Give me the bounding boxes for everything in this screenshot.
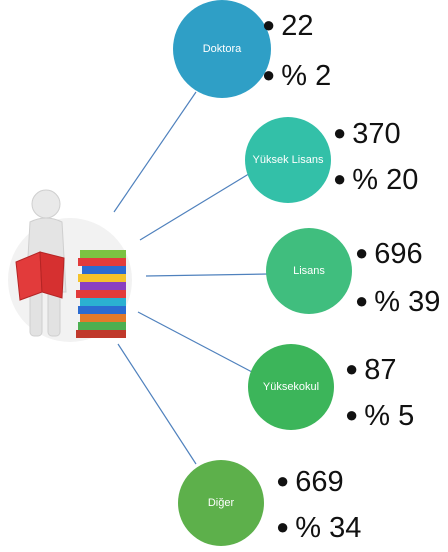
count-diger: ●669 [276, 466, 344, 498]
connector-line-diger [117, 343, 197, 465]
bullet-icon: ● [276, 514, 290, 539]
connector-line-lisans [145, 273, 269, 277]
category-node-diger: Diğer [178, 460, 264, 546]
category-node-yuksek-lisans: Yüksek Lisans [245, 117, 331, 203]
bullet-icon: ● [345, 402, 359, 427]
bullet-icon: ● [345, 356, 359, 381]
count-lisans: ●696 [355, 238, 423, 270]
bullet-icon: ● [262, 62, 276, 87]
connector-line-yuksekokul [137, 311, 253, 373]
category-label: Yüksek Lisans [252, 154, 324, 166]
percent-yuksek-lisans: ●% 20 [333, 164, 419, 196]
bullet-icon: ● [262, 12, 276, 37]
person-reading-book-with-book-stack-icon [8, 189, 132, 342]
percent-doktora: ●% 2 [262, 60, 332, 92]
category-label: Doktora [202, 43, 242, 55]
category-node-doktora: Doktora [173, 0, 271, 98]
category-node-lisans: Lisans [266, 228, 352, 314]
category-node-yuksekokul: Yüksekokul [248, 344, 334, 430]
bullet-icon: ● [355, 240, 369, 265]
percent-diger: ●% 34 [276, 512, 362, 544]
category-label: Diğer [207, 497, 235, 509]
category-label: Lisans [293, 265, 325, 277]
connector-line-yuksek-lisans [139, 171, 253, 241]
count-yuksekokul: ●87 [345, 354, 397, 386]
bullet-icon: ● [333, 120, 347, 145]
bullet-icon: ● [355, 288, 369, 313]
category-label: Yüksekokul [262, 381, 320, 393]
connector-line-doktora [113, 91, 197, 213]
bullet-icon: ● [276, 468, 290, 493]
percent-yuksekokul: ●% 5 [345, 400, 415, 432]
count-doktora: ●22 [262, 10, 314, 42]
count-yuksek-lisans: ●370 [333, 118, 401, 150]
bullet-icon: ● [333, 166, 347, 191]
percent-lisans: ●% 39 [355, 286, 441, 318]
